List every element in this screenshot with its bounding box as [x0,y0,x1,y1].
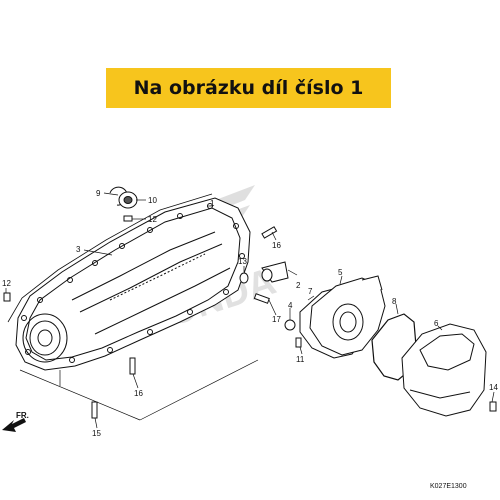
callout-13: 13 [238,257,247,266]
callout-11: 11 [296,355,305,364]
callout-10: 10 [148,196,157,205]
left-crankcase-cover [15,197,251,371]
dowel-pin [3,292,11,302]
callout-14: 14 [489,383,498,392]
direction-label: FR. [16,411,29,420]
callout-7: 7 [308,287,313,296]
callout-4: 4 [288,301,293,310]
callout-2: 2 [296,281,301,290]
dowel-pin [123,215,133,222]
callout-17: 17 [272,315,281,324]
diagram-code: K027E1300 [430,483,467,490]
callout-1: 1 [210,199,215,208]
callout-12b: 12 [2,279,11,288]
cap-part [284,319,296,331]
part-number-banner: Na obrázku díl číslo 1 [106,68,391,108]
intake-plate [309,275,386,356]
callout-8: 8 [392,297,397,306]
leader-lines [5,192,495,429]
bolt-14 [489,401,497,412]
bolt-11 [295,337,302,348]
cover-gasket [7,193,213,323]
callout-6: 6 [434,319,439,328]
callout-9: 9 [96,189,101,198]
callout-3: 3 [76,245,81,254]
side-cover [401,323,487,417]
oil-seal-bearing [109,186,138,209]
callout-5: 5 [338,268,343,277]
bolts [91,226,278,419]
callout-numbers: 1 2 3 4 5 6 7 8 9 10 11 12 12 13 14 15 1… [2,189,498,438]
banner-text: Na obrázku díl číslo 1 [133,77,364,99]
callout-16a: 16 [272,241,281,250]
air-duct-joint [239,261,289,284]
front-direction-arrow: FR. [2,411,29,432]
callout-16b: 16 [134,389,143,398]
callout-15: 15 [92,429,101,438]
callout-12a: 12 [148,215,157,224]
